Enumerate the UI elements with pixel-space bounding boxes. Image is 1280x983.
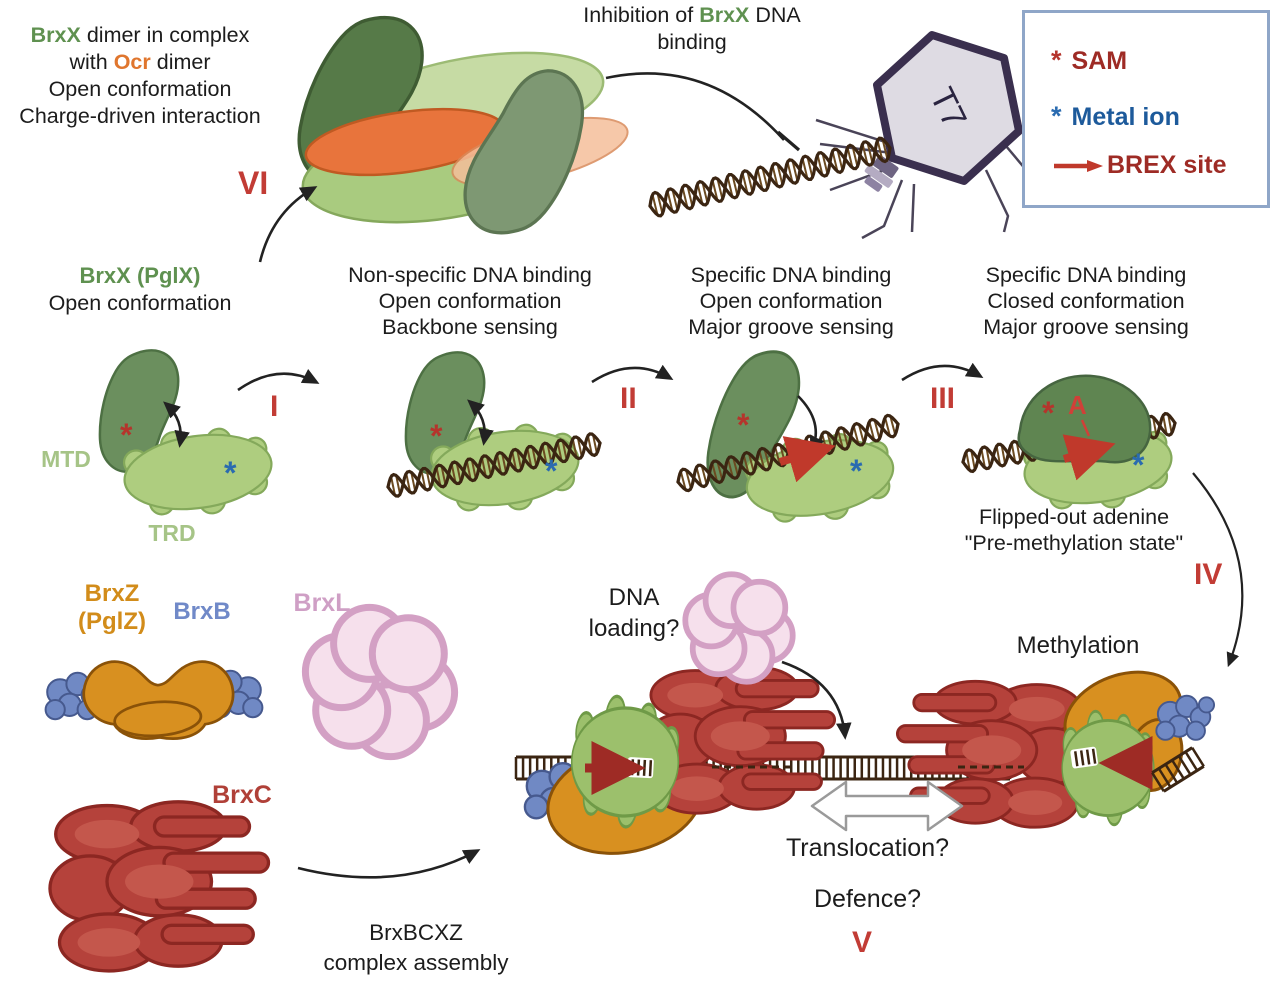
arrow-step-iv (1192, 472, 1244, 668)
brxl-pinwheel-small (685, 574, 792, 681)
mtd-label: MTD (41, 446, 91, 472)
arrow-step-i (237, 369, 320, 392)
sam-star-icon: * (120, 417, 133, 453)
legend-sam: *SAM (1051, 45, 1128, 75)
brxx-word: BrxX (30, 23, 81, 47)
brxz-brxb-complex (44, 660, 264, 740)
brex-arrow-icon (1054, 160, 1103, 172)
flipped-adenine-caption: Flipped-out adenine "Pre-methylation sta… (964, 505, 1184, 555)
dna-state2 (386, 432, 602, 498)
brex-site-arrow-state3 (778, 436, 836, 483)
inhibition-arrow (605, 72, 801, 152)
top-left-caption: BrxX dimer in complex with Ocr dimer Ope… (19, 23, 261, 128)
ocr-word: Ocr (113, 50, 151, 74)
legend-brex: BREX site (1051, 151, 1226, 180)
methylation-label: Methylation (1016, 632, 1140, 659)
legend-metal: *Metal ion (1051, 101, 1180, 131)
stage1-title: BrxX (PglX) Open conformation (48, 263, 232, 315)
dna-loading-caption: DNA loading? (588, 584, 680, 642)
sam-star-icon: * (1042, 395, 1055, 431)
dna-loading-arrow (781, 660, 852, 740)
step-ii-label: II (620, 382, 637, 415)
metal-star-icon: * (545, 453, 558, 489)
step-i-label: I (270, 390, 279, 423)
brxx-ocr-complex (288, 2, 629, 246)
brxc-blob (48, 800, 271, 973)
stage2-title: Non-specific DNA binding Open conformati… (348, 263, 592, 339)
dna-ladder-end (1151, 746, 1205, 793)
stage4-title: Specific DNA binding Closed conformation… (983, 263, 1189, 339)
brxc-label: BrxC (212, 781, 272, 809)
defence-label: Defence? (813, 885, 922, 913)
mtd-closed-dome (1017, 374, 1152, 464)
translocation-arrow (810, 780, 964, 832)
sam-star-icon: * (737, 407, 750, 443)
arrow-step-vi (258, 186, 318, 263)
sam-star-icon: * (430, 418, 443, 454)
sam-star-icon: * (1051, 45, 1062, 75)
metal-star-icon: * (1051, 101, 1062, 131)
step-vi-label: VI (238, 165, 269, 201)
brxz-label: BrxZ (PglZ) (78, 580, 146, 635)
stage3-title: Specific DNA binding Open conformation M… (688, 263, 894, 339)
arrow-step-ii (591, 364, 674, 384)
phage-capsid-icon (873, 31, 1023, 185)
assembly-caption: BrxBCXZ complex assembly (323, 920, 509, 975)
brxbcxz-complex-left (523, 665, 837, 855)
legend-box: *SAM *Metal ion BREX site (1022, 10, 1270, 208)
assembly-arrow (297, 849, 481, 879)
arrow-step-iii (901, 362, 984, 382)
brxl-pinwheel (305, 607, 454, 756)
metal-star-icon: * (1132, 447, 1145, 483)
metal-star-icon: * (224, 455, 237, 491)
phage-dna (648, 136, 892, 218)
step-iii-label: III (930, 382, 956, 415)
brxb-label: BrxB (173, 598, 231, 625)
step-iv-label: IV (1194, 558, 1223, 591)
translocation-label: Translocation? (785, 834, 950, 862)
metal-star-icon: * (850, 453, 863, 489)
cycle-arrows (237, 186, 1244, 668)
brxbcxz-complex-right (895, 670, 1216, 829)
phage-t7: T7 (815, 31, 1049, 240)
step-v-label: V (852, 926, 873, 959)
brxl-label: BrxL (293, 589, 351, 617)
phage-tail-icon (864, 154, 899, 192)
inhibition-caption: Inhibition of BrxX DNA binding (583, 3, 801, 54)
adenine-tick (1080, 419, 1091, 437)
brex-site-arrow-state4 (1062, 434, 1116, 481)
brxx-open-free (98, 349, 279, 526)
adenine-label: A (1068, 390, 1087, 420)
trd-label: TRD (148, 520, 196, 546)
